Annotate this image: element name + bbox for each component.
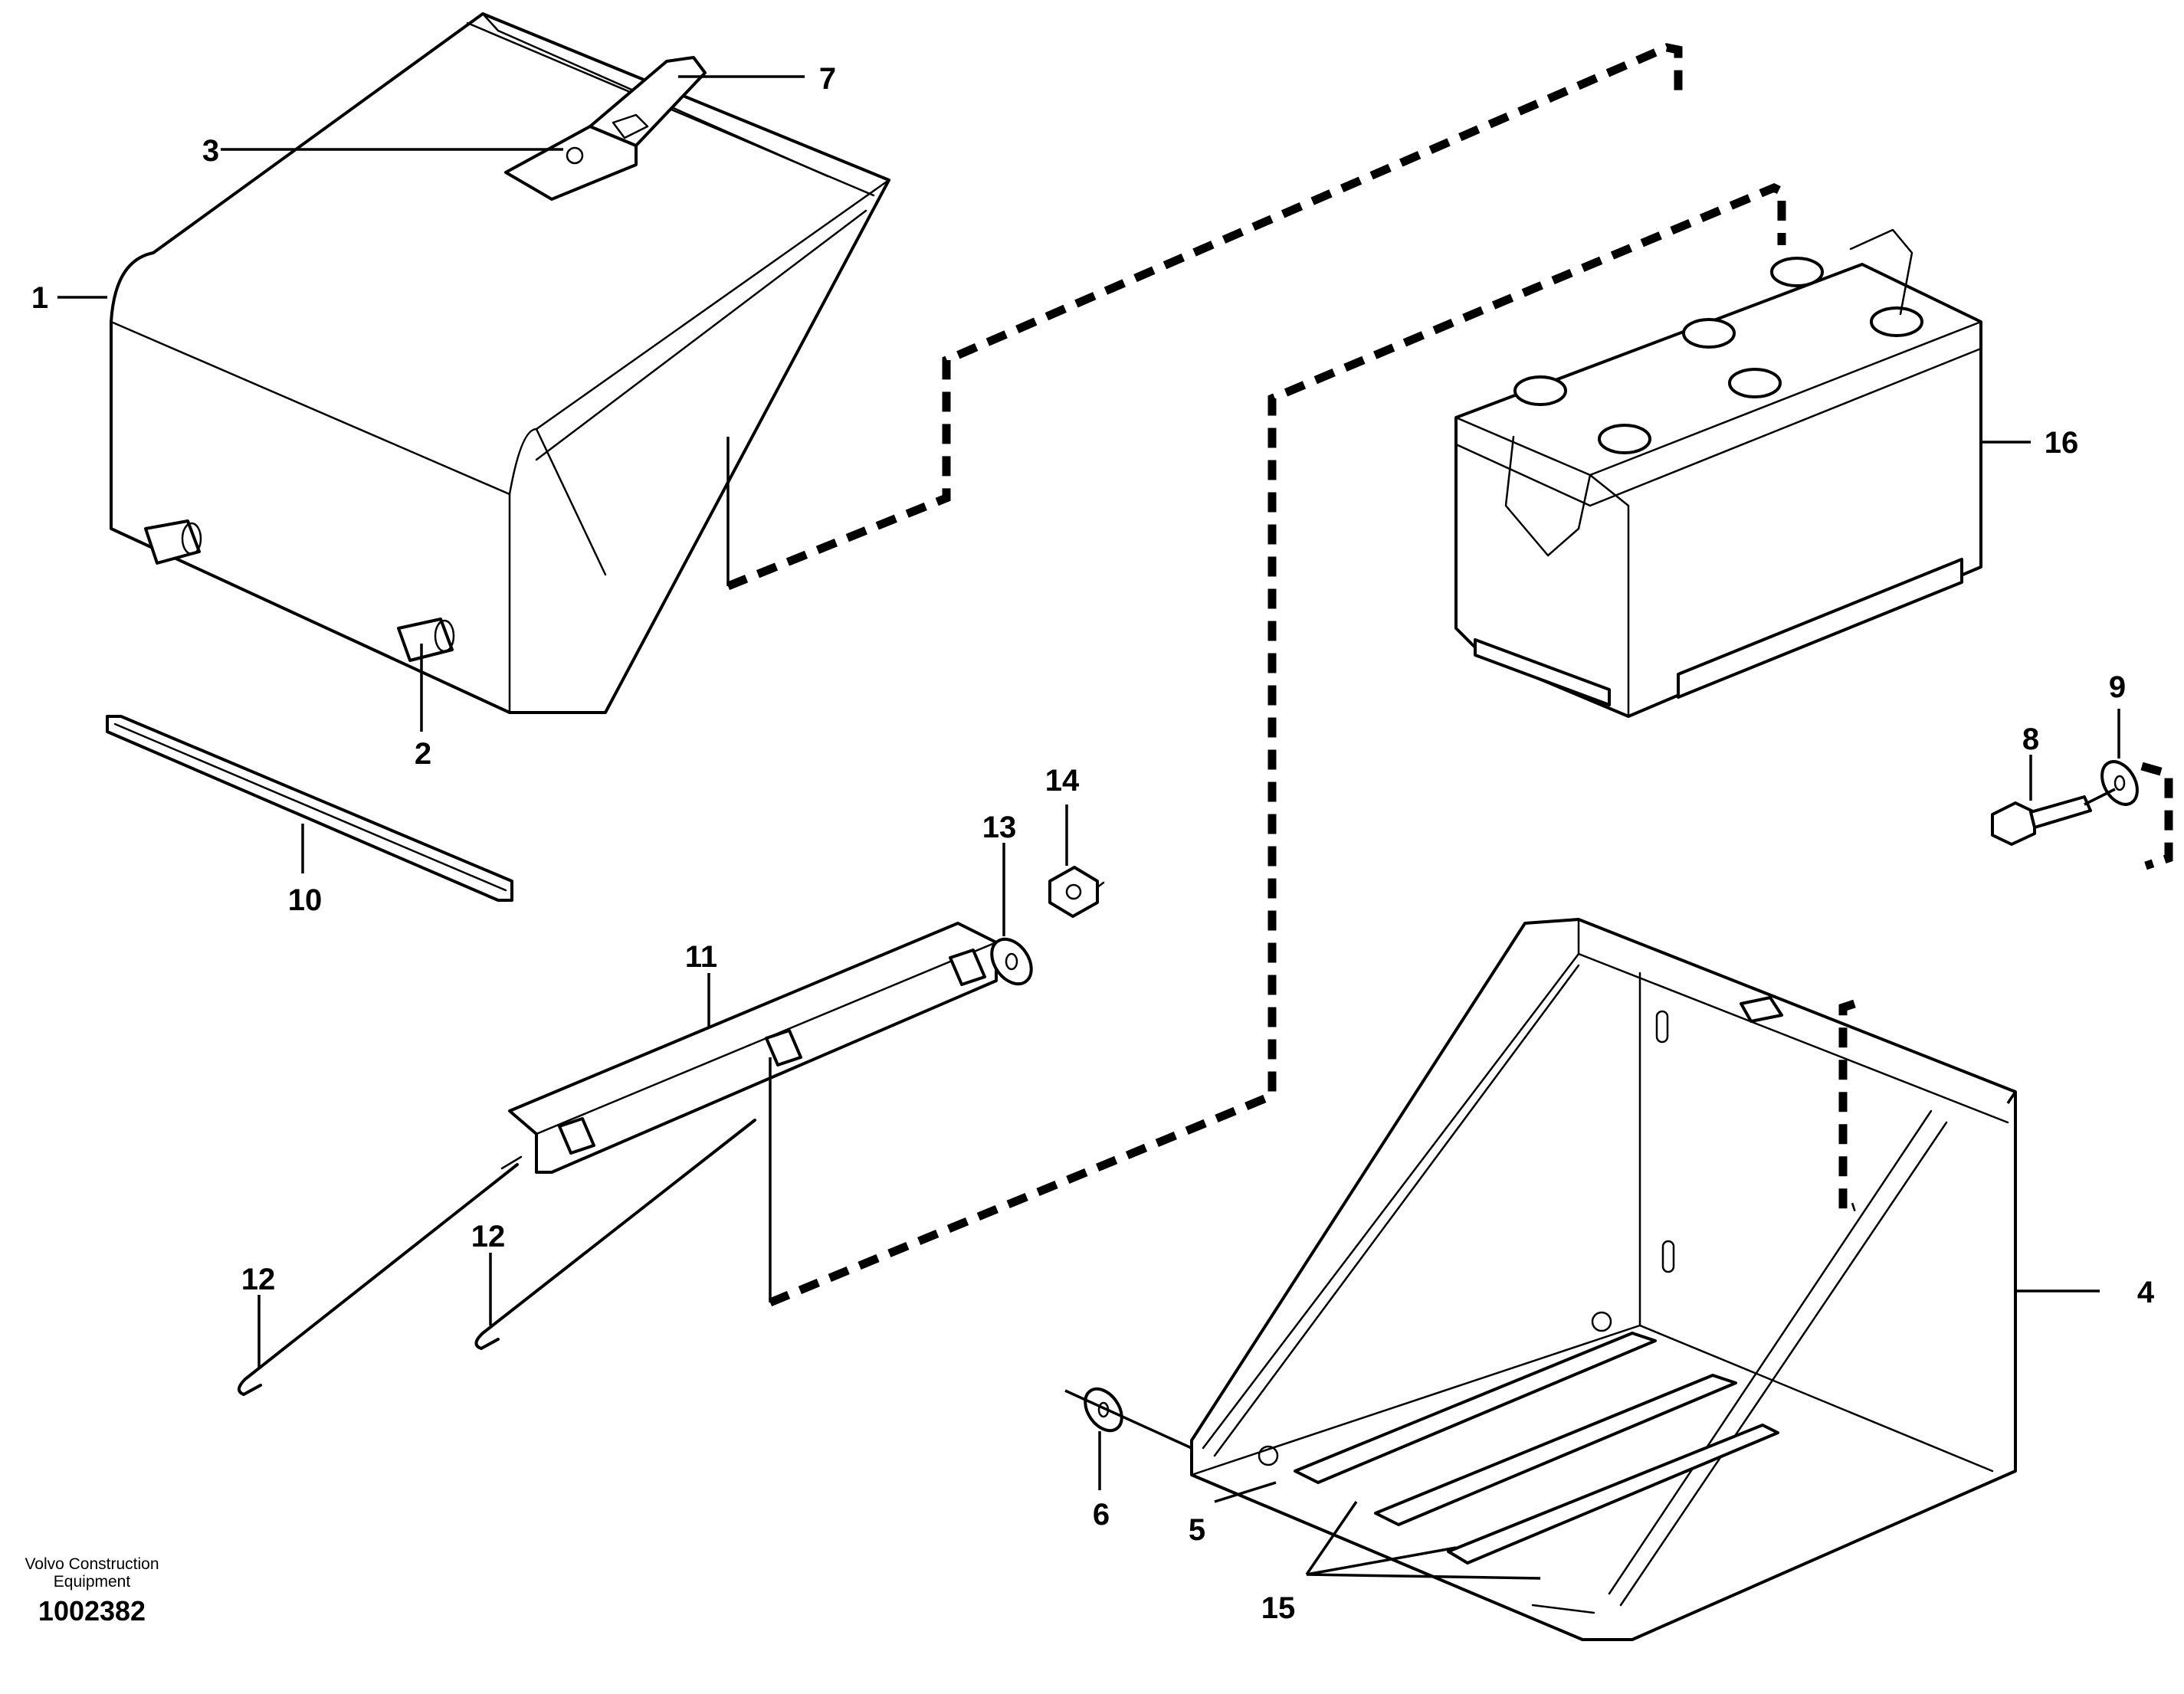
- document-number: 1002382: [38, 1595, 146, 1627]
- leader-lines: [57, 75, 2120, 1580]
- footer: Volvo Construction Equipment 1002382: [0, 1555, 184, 1627]
- company-name-line2: Equipment: [53, 1573, 131, 1591]
- bolt-8: [1991, 795, 2092, 846]
- callout-16: 16: [2045, 426, 2079, 460]
- hook-rod-left: [238, 1155, 523, 1396]
- nut-14: [1048, 866, 1105, 918]
- battery-cap-3: [1682, 318, 1736, 349]
- callout-12-left: 12: [241, 1263, 276, 1296]
- battery-cap-5: [1770, 257, 1824, 287]
- washer-13: [990, 937, 1033, 986]
- battery-cap-4: [1728, 368, 1782, 398]
- battery-cap-1: [1513, 375, 1567, 406]
- washer-9: [2100, 760, 2139, 806]
- callout-5: 5: [1189, 1513, 1205, 1547]
- callout-11: 11: [685, 940, 717, 974]
- callout-14: 14: [1045, 764, 1080, 798]
- washer-6: [1084, 1387, 1123, 1433]
- callout-12-right: 12: [471, 1220, 506, 1253]
- callout-9: 9: [2109, 670, 2126, 704]
- battery: [1454, 228, 1982, 718]
- assembly-dashed-lines: [726, 43, 2173, 1307]
- battery-cap-2: [1598, 424, 1651, 454]
- battery-cover: [110, 12, 890, 714]
- callout-8: 8: [2022, 722, 2039, 756]
- callout-1: 1: [31, 281, 48, 315]
- seal-strip: [106, 715, 513, 902]
- company-name-line1: Volvo Construction: [25, 1555, 159, 1573]
- clamp-bar: [508, 922, 998, 1174]
- callout-10: 10: [288, 883, 323, 917]
- callout-2: 2: [415, 737, 431, 771]
- callout-13: 13: [982, 811, 1017, 844]
- callout-4: 4: [2137, 1276, 2155, 1309]
- callout-labels: 1 2 3 4 5 6 7 8 9 10 11 12 12 13 14 15 1…: [31, 62, 2155, 1625]
- callout-6: 6: [1093, 1498, 1110, 1532]
- hook-rod-right: [474, 1119, 756, 1350]
- callout-3: 3: [202, 134, 219, 168]
- battery-cap-6: [1870, 306, 1923, 337]
- callout-7: 7: [819, 62, 836, 96]
- callout-15: 15: [1261, 1591, 1296, 1625]
- battery-box: [1190, 918, 2017, 1641]
